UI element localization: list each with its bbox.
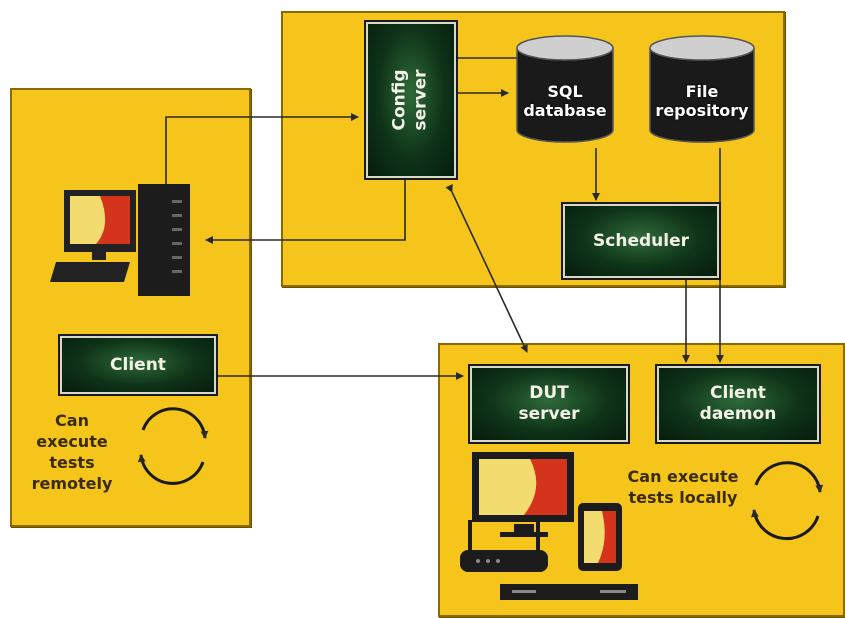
arrow-config-computer — [206, 178, 405, 240]
set-top-box-icon — [500, 584, 638, 600]
monitor-icon — [472, 452, 574, 537]
router-icon — [460, 520, 548, 572]
scheduler-node: Scheduler — [563, 204, 719, 278]
dut-server-label: DUT server — [518, 383, 579, 425]
client-daemon-label: Client daemon — [700, 383, 777, 425]
cycle-arrows-icon-remote — [141, 409, 205, 484]
cycle-arrows-icon-local — [754, 463, 820, 539]
config-server-node: Config server — [366, 22, 456, 178]
local-caption: Can execute tests locally — [622, 466, 744, 508]
tablet-icon — [578, 503, 622, 571]
client-node: Client — [60, 336, 216, 394]
remote-caption: Can execute tests remotely — [18, 410, 126, 494]
scheduler-label: Scheduler — [593, 231, 689, 252]
client-label: Client — [110, 355, 166, 376]
config-server-label: Config server — [390, 69, 432, 130]
arrow-computer-config — [166, 117, 358, 185]
sql-database-label: SQL database — [517, 82, 613, 120]
arrow-config-dut — [452, 192, 527, 352]
dut-server-node: DUT server — [470, 366, 628, 442]
file-repository-label: File repository — [650, 82, 754, 120]
client-daemon-node: Client daemon — [657, 366, 819, 442]
desktop-computer-icon — [50, 184, 190, 296]
